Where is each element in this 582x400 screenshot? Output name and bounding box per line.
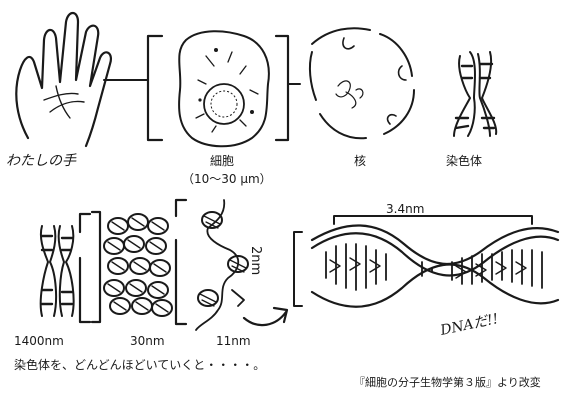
fiber-30nm-drawing [103,213,173,317]
chromosome-small-drawing [39,225,75,317]
label-fiber-30nm: 30nm [130,334,165,348]
label-nucleus: 核 [354,154,367,168]
fiber-11nm-drawing [195,199,249,331]
cell-drawing [178,30,270,148]
label-chromosome: 染色体 [446,154,483,168]
label-chromosome-size: 1400nm [14,334,64,348]
label-hand: わたしの手 [6,153,76,169]
dna-pitch-bracket [333,215,533,225]
caption: 染色体を、どんどんほどいていくと・・・・。 [14,358,266,372]
bracket-30nm-right [174,198,188,326]
chromosome-drawing [453,51,498,137]
bracket-cell-right [274,34,290,142]
bracket-cell-left [146,34,164,142]
hand-drawing [15,11,112,148]
nucleus-drawing [308,27,415,140]
label-fiber-11nm: 11nm [216,334,251,348]
label-cell-size: （10～30 μm） [182,172,272,186]
source-note: 『細胞の分子生物学第３版』より改変 [354,376,541,389]
bracket-1400-left [78,212,92,324]
label-dna-pitch: 3.4nm [386,202,425,216]
label-cell: 細胞 [210,154,235,168]
arrow-to-dna [242,306,289,327]
dna-helix-drawing [310,224,560,308]
dna-width-bracket [293,231,303,307]
label-dna-width: 2nm [248,246,263,276]
bracket-1400-right [90,210,102,324]
